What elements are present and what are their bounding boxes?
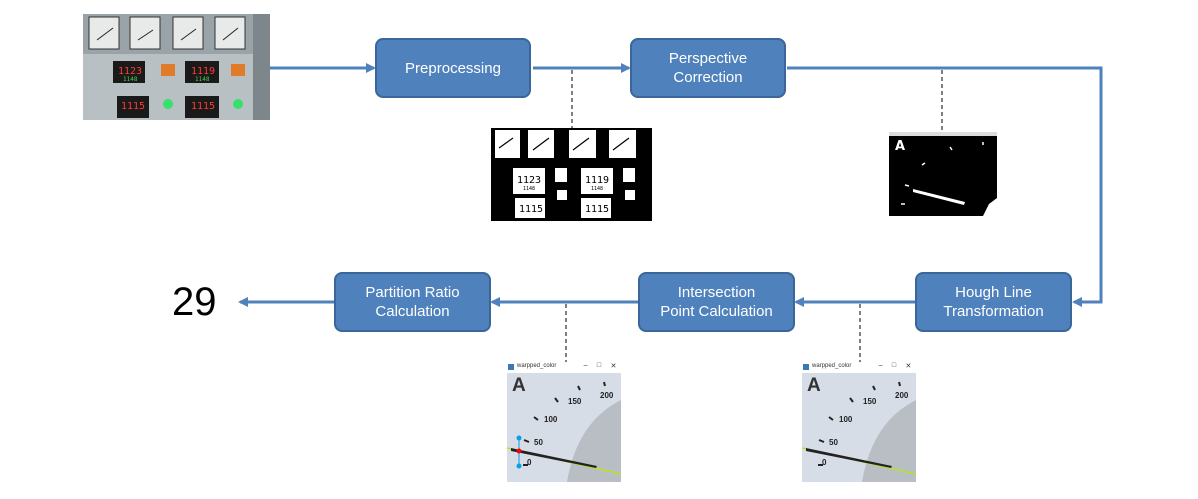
scale-label-200: 200: [895, 391, 909, 400]
maximize-icon[interactable]: □: [891, 362, 897, 369]
gauge-window-hough: warpped_color – □ ✕ A 0 50 100 150 200: [802, 362, 916, 482]
masked-gauge-thumbnail: A: [889, 132, 997, 216]
scale-label-150: 150: [568, 397, 582, 406]
scale-label-50: 50: [534, 438, 543, 447]
perspective-label-line2: Correction: [673, 69, 743, 86]
scale-label-150: 150: [863, 397, 877, 406]
minimize-icon[interactable]: –: [878, 362, 883, 369]
hough-label-line1: Hough Line: [955, 284, 1032, 301]
window-title: warpped_color: [812, 363, 852, 369]
intersection-label-line2: Point Calculation: [660, 303, 773, 320]
gauge-letter: A: [512, 375, 526, 396]
perspective-label-line1: Perspective: [668, 50, 748, 67]
window-title: warpped_color: [517, 363, 557, 369]
scale-label-0: 0: [527, 458, 532, 467]
hough-line-transformation-node[interactable]: Hough Line Transformation: [915, 272, 1072, 332]
gauge-letter: A: [895, 139, 905, 154]
scale-label-200: 200: [600, 391, 614, 400]
svg-text:1115: 1115: [121, 101, 145, 112]
scale-label-50: 50: [829, 438, 838, 447]
partition-label-line2: Calculation: [375, 303, 450, 320]
svg-text:1148: 1148: [195, 76, 210, 83]
intersection-point-calculation-node[interactable]: Intersection Point Calculation: [638, 272, 795, 332]
result-value: 29: [172, 280, 217, 324]
svg-text:1148: 1148: [523, 186, 535, 192]
svg-text:1115: 1115: [585, 204, 609, 215]
preprocessing-node[interactable]: Preprocessing: [375, 38, 531, 98]
control-panel-photo: 1123 1119 1115 1115 1148 1148: [83, 14, 270, 120]
close-icon[interactable]: ✕: [610, 363, 617, 370]
svg-text:1123: 1123: [118, 66, 142, 77]
svg-text:1148: 1148: [123, 76, 138, 83]
partition-ratio-calculation-node[interactable]: Partition Ratio Calculation: [334, 272, 491, 332]
intersection-label-line1: Intersection: [677, 284, 756, 301]
svg-text:1115: 1115: [519, 204, 543, 215]
svg-text:1148: 1148: [591, 186, 603, 192]
svg-text:1115: 1115: [191, 101, 215, 112]
binarized-panel-thumbnail: 1123 1119 1115 1115 1148 1148: [491, 128, 652, 221]
perspective-correction-node[interactable]: Perspective Correction: [630, 38, 786, 98]
svg-text:1123: 1123: [517, 175, 541, 186]
preprocessing-label: Preprocessing: [405, 59, 501, 77]
svg-text:1119: 1119: [191, 66, 215, 77]
arrow-perspective-to-hough: [787, 66, 1103, 307]
maximize-icon[interactable]: □: [596, 362, 602, 369]
scale-label-0: 0: [822, 458, 827, 467]
close-icon[interactable]: ✕: [905, 363, 912, 370]
scale-label-100: 100: [839, 415, 853, 424]
scale-label-100: 100: [544, 415, 558, 424]
hough-label-line2: Transformation: [943, 303, 1044, 320]
svg-text:1119: 1119: [585, 175, 609, 186]
gauge-letter: A: [807, 375, 821, 396]
gauge-window-intersection: warpped_color – □ ✕ A 0 50 100 150 200: [507, 362, 621, 482]
minimize-icon[interactable]: –: [583, 362, 588, 369]
partition-label-line1: Partition Ratio: [365, 284, 460, 301]
